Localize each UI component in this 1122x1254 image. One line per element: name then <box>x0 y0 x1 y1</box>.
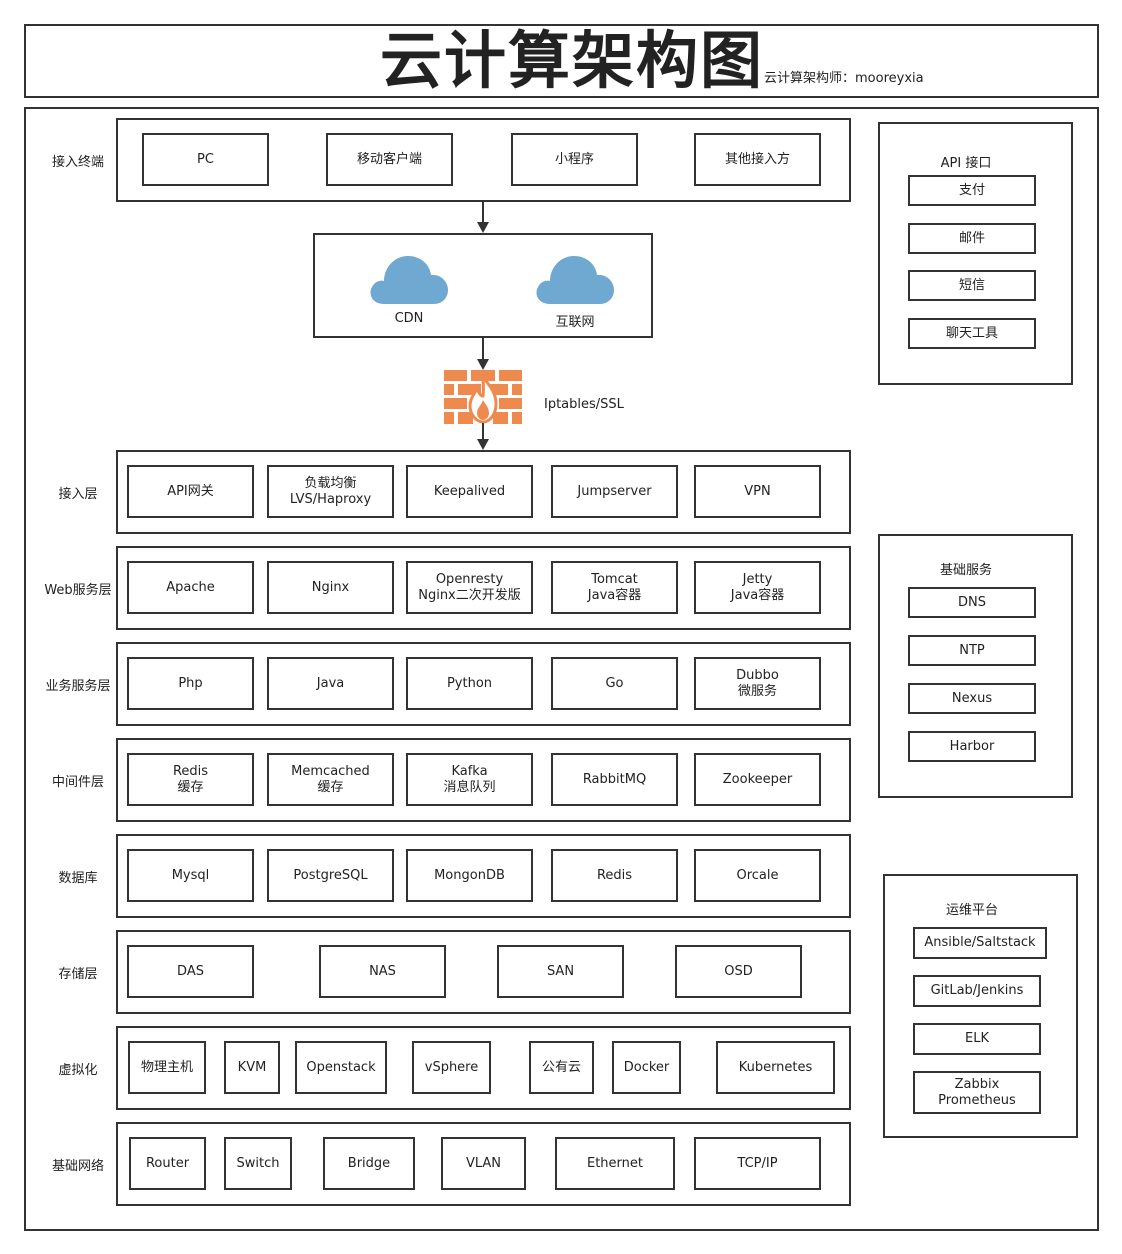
api-chat-tool: 聊天工具 <box>908 318 1036 349</box>
access-api-gateway: API网关 <box>127 465 254 518</box>
terminal-mini-program: 小程序 <box>511 133 638 186</box>
cdn-cloud-icon <box>370 256 448 304</box>
access-vpn: VPN <box>694 465 821 518</box>
virt-openstack: Openstack <box>295 1041 387 1094</box>
virt-kvm: KVM <box>224 1041 280 1094</box>
web-openresty: Openresty Nginx二次开发版 <box>406 561 533 614</box>
base-harbor: Harbor <box>908 731 1036 762</box>
ops-ansible: Ansible/Saltstack <box>913 927 1047 959</box>
row-label-business-layer: 业务服务层 <box>45 678 111 694</box>
api-payment: 支付 <box>908 175 1036 206</box>
db-mysql: Mysql <box>127 849 254 902</box>
row-label-base-network: 基础网络 <box>51 1158 104 1174</box>
web-jetty: Jetty Java容器 <box>694 561 821 614</box>
terminal-mobile: 移动客户端 <box>326 133 453 186</box>
access-load-balancer: 负载均衡 LVS/Haproxy <box>267 465 394 518</box>
business-python: Python <box>406 657 533 710</box>
db-postgresql: PostgreSQL <box>267 849 394 902</box>
net-router: Router <box>129 1137 206 1190</box>
net-ethernet: Ethernet <box>555 1137 675 1190</box>
title-frame <box>24 24 1099 98</box>
row-label-access-terminal: 接入终端 <box>51 154 104 170</box>
ops-gitlab: GitLab/Jenkins <box>913 975 1041 1007</box>
row-label-virtualization: 虚拟化 <box>58 1062 98 1078</box>
middleware-memcached: Memcached 缓存 <box>267 753 394 806</box>
web-apache: Apache <box>127 561 254 614</box>
row-label-middleware-layer: 中间件层 <box>51 774 104 790</box>
web-tomcat: Tomcat Java容器 <box>551 561 678 614</box>
row-label-access-layer: 接入层 <box>58 486 98 502</box>
middleware-rabbitmq: RabbitMQ <box>551 753 678 806</box>
middleware-redis: Redis 缓存 <box>127 753 254 806</box>
db-redis: Redis <box>551 849 678 902</box>
virt-physical-host: 物理主机 <box>128 1041 206 1094</box>
page-title: 云计算架构图 <box>380 24 765 97</box>
firewall-icon <box>444 370 522 424</box>
ops-elk: ELK <box>913 1023 1041 1055</box>
net-tcpip: TCP/IP <box>694 1137 821 1190</box>
base-services-title: 基础服务 <box>939 563 992 578</box>
db-mongodb: MongonDB <box>406 849 533 902</box>
base-ntp: NTP <box>908 635 1036 666</box>
row-label-database: 数据库 <box>58 870 98 886</box>
middleware-kafka: Kafka 消息队列 <box>406 753 533 806</box>
virt-public-cloud: 公有云 <box>529 1041 594 1094</box>
net-switch: Switch <box>224 1137 292 1190</box>
api-panel-title: API 接口 <box>940 156 992 171</box>
terminal-pc: PC <box>142 133 269 186</box>
row-label-storage-layer: 存储层 <box>58 966 98 982</box>
storage-das: DAS <box>127 945 254 998</box>
virt-kubernetes: Kubernetes <box>716 1041 835 1094</box>
api-mail: 邮件 <box>908 223 1036 254</box>
internet-cloud-icon <box>536 256 614 304</box>
base-nexus: Nexus <box>908 683 1036 714</box>
virt-docker: Docker <box>612 1041 681 1094</box>
storage-san: SAN <box>497 945 624 998</box>
storage-osd: OSD <box>675 945 802 998</box>
net-bridge: Bridge <box>323 1137 415 1190</box>
base-dns: DNS <box>908 587 1036 618</box>
storage-nas: NAS <box>319 945 446 998</box>
web-nginx: Nginx <box>267 561 394 614</box>
net-vlan: VLAN <box>441 1137 526 1190</box>
access-keepalived: Keepalived <box>406 465 533 518</box>
page-subtitle: 云计算架构师：mooreyxia <box>764 71 924 86</box>
firewall-label: Iptables/SSL <box>544 397 624 412</box>
virt-vsphere: vSphere <box>412 1041 491 1094</box>
db-oracle: Orcale <box>694 849 821 902</box>
business-dubbo: Dubbo 微服务 <box>694 657 821 710</box>
internet-label: 互联网 <box>555 315 595 330</box>
row-label-web-layer: Web服务层 <box>44 582 112 598</box>
business-go: Go <box>551 657 678 710</box>
cdn-label: CDN <box>394 311 424 326</box>
api-sms: 短信 <box>908 270 1036 301</box>
access-jumpserver: Jumpserver <box>551 465 678 518</box>
middleware-zookeeper: Zookeeper <box>694 753 821 806</box>
ops-monitoring: Zabbix Prometheus <box>913 1071 1041 1114</box>
business-java: Java <box>267 657 394 710</box>
business-php: Php <box>127 657 254 710</box>
ops-platform-title: 运维平台 <box>945 903 998 918</box>
terminal-other: 其他接入方 <box>694 133 821 186</box>
